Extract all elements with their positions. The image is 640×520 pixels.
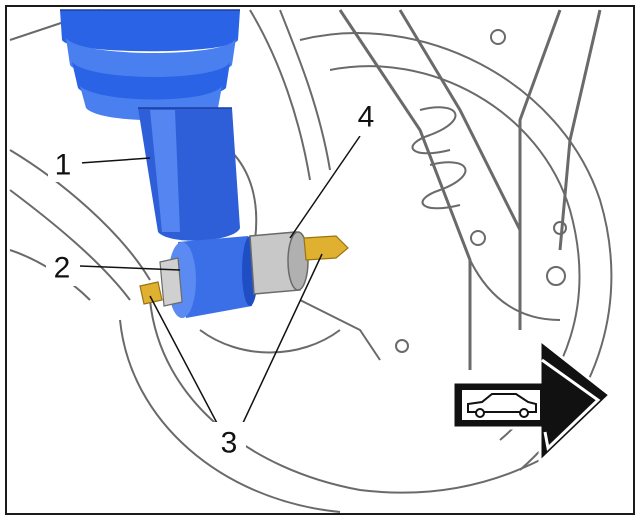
coil-spring — [60, 9, 240, 120]
shock-absorber — [138, 107, 240, 241]
leader-lines — [79, 135, 361, 426]
callout-label-1: 1 — [55, 149, 72, 182]
bolt-parts — [139, 235, 349, 305]
car-icon — [467, 393, 537, 418]
callout-label-2: 2 — [54, 252, 71, 285]
callout-4: 4 — [350, 98, 384, 136]
callout-3: 3 — [212, 422, 246, 462]
callout-label-4: 4 — [358, 101, 375, 134]
leader-line-2 — [79, 265, 181, 271]
leader-line-3b — [241, 253, 323, 426]
callout-2: 2 — [46, 250, 80, 286]
leader-line-3a — [149, 295, 219, 426]
callout-label-3: 3 — [221, 427, 238, 460]
leader-line-4 — [289, 135, 361, 239]
leader-line-1 — [79, 157, 151, 164]
callout-1: 1 — [48, 146, 82, 182]
car-driving-direction-arrow-icon — [451, 336, 613, 466]
damper-bushing — [168, 236, 258, 318]
